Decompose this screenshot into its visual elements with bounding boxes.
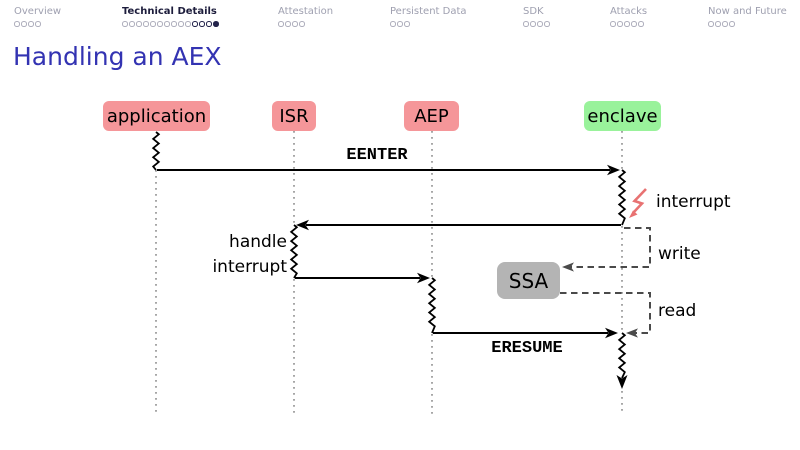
nav-dot-light[interactable]	[292, 21, 298, 27]
nav-dots[interactable]	[708, 21, 787, 27]
interrupt-event-label: interrupt	[656, 192, 731, 212]
nav-dot-light[interactable]	[729, 21, 735, 27]
nav-dots[interactable]	[14, 21, 61, 27]
nav-dot-light[interactable]	[397, 21, 403, 27]
nav-dot-dark[interactable]	[206, 21, 212, 27]
handle-arrowhead	[417, 272, 430, 284]
interrupt-arrowhead	[296, 219, 309, 231]
nav-dot-light[interactable]	[14, 21, 20, 27]
nav-dot-light[interactable]	[390, 21, 396, 27]
ssa-box: SSA	[497, 262, 560, 299]
squiggle-application	[151, 131, 161, 171]
nav-section-technical-details[interactable]: Technical Details	[122, 6, 219, 27]
nav-section-sdk[interactable]: SDK	[523, 6, 550, 27]
nav-section-label[interactable]: Attestation	[278, 6, 334, 17]
nav-section-attestation[interactable]: Attestation	[278, 6, 333, 27]
nav-dot-light[interactable]	[285, 21, 291, 27]
squiggle-isr	[289, 224, 299, 279]
nav-section-label[interactable]: Technical Details	[122, 6, 217, 17]
squiggle-aep	[427, 277, 437, 334]
nav-dot-light[interactable]	[610, 21, 616, 27]
read-arrowhead	[626, 328, 638, 338]
read-dashed-path	[560, 292, 651, 334]
nav-dot-dark[interactable]	[192, 21, 198, 27]
nav-dot-light[interactable]	[129, 21, 135, 27]
nav-dot-light[interactable]	[530, 21, 536, 27]
nav-dots[interactable]	[278, 21, 333, 27]
active-squiggles	[151, 131, 627, 379]
nav-dot-light[interactable]	[21, 21, 27, 27]
nav-dots[interactable]	[523, 21, 550, 27]
squiggle-enclave-lower	[617, 332, 627, 379]
nav-dot-light[interactable]	[523, 21, 529, 27]
nav-section-label[interactable]: Attacks	[610, 6, 648, 17]
read-label: read	[658, 301, 697, 321]
nav-dot-light[interactable]	[28, 21, 34, 27]
write-label: write	[658, 244, 701, 264]
nav-dot-light[interactable]	[299, 21, 305, 27]
nav-dot-light[interactable]	[122, 21, 128, 27]
nav-dots[interactable]	[610, 21, 647, 27]
nav-dot-light[interactable]	[171, 21, 177, 27]
nav-dot-dark[interactable]	[199, 21, 205, 27]
interrupt-lightning-icon	[629, 188, 647, 218]
nav-dot-light[interactable]	[715, 21, 721, 27]
nav-dot-light[interactable]	[544, 21, 550, 27]
handle-interrupt-label: handle interrupt	[190, 230, 287, 280]
message-arrows	[157, 169, 621, 334]
aex-exit-arrowhead	[616, 375, 628, 389]
nav-dot-light[interactable]	[278, 21, 284, 27]
ssa-dashed-paths	[560, 227, 651, 334]
nav-dot-light[interactable]	[164, 21, 170, 27]
nav-dot-light[interactable]	[150, 21, 156, 27]
nav-dot-light[interactable]	[185, 21, 191, 27]
nav-dot-light[interactable]	[537, 21, 543, 27]
nav-dots[interactable]	[122, 21, 219, 27]
actor-isr: ISR	[272, 101, 316, 131]
actor-enclave: enclave	[584, 101, 661, 131]
nav-section-label[interactable]: Now and Future	[708, 6, 787, 17]
nav-section-label[interactable]: SDK	[523, 6, 544, 17]
message-arrowheads	[296, 164, 620, 339]
nav-dots[interactable]	[390, 21, 467, 27]
ssa-dashed-arrowheads	[562, 262, 638, 338]
nav-dot-light[interactable]	[638, 21, 644, 27]
eenter-arrowhead	[607, 164, 620, 176]
nav-section-label[interactable]: Overview	[14, 6, 62, 17]
nav-section-now-and-future[interactable]: Now and Future	[708, 6, 787, 27]
write-dashed-path	[570, 227, 651, 268]
nav-dot-light[interactable]	[722, 21, 728, 27]
nav-dot-light[interactable]	[143, 21, 149, 27]
nav-dot-light[interactable]	[404, 21, 410, 27]
nav-dot-light[interactable]	[631, 21, 637, 27]
actor-aep: AEP	[404, 101, 459, 131]
nav-dot-light[interactable]	[617, 21, 623, 27]
nav-dot-light[interactable]	[136, 21, 142, 27]
write-arrowhead	[562, 262, 574, 272]
handle-interrupt-line1: handle	[229, 232, 287, 252]
nav-dot-light[interactable]	[35, 21, 41, 27]
nav-dot-filled[interactable]	[213, 21, 219, 27]
nav-section-persistent-data[interactable]: Persistent Data	[390, 6, 467, 27]
eresume-arrowhead	[605, 327, 618, 339]
nav-dot-light[interactable]	[157, 21, 163, 27]
nav-section-attacks[interactable]: Attacks	[610, 6, 647, 27]
eresume-label: ERESUME	[491, 339, 563, 358]
nav-section-overview[interactable]: Overview	[14, 6, 61, 27]
handle-interrupt-line2: interrupt	[212, 257, 287, 277]
actor-application: application	[103, 101, 210, 131]
page-title: Handling an AEX	[13, 42, 222, 71]
squiggle-enclave-upper	[617, 169, 627, 226]
nav-dot-light[interactable]	[624, 21, 630, 27]
nav-dot-light[interactable]	[178, 21, 184, 27]
nav-section-label[interactable]: Persistent Data	[390, 6, 467, 17]
lifelines	[155, 131, 623, 414]
eenter-label: EENTER	[346, 146, 408, 165]
nav-dot-light[interactable]	[708, 21, 714, 27]
